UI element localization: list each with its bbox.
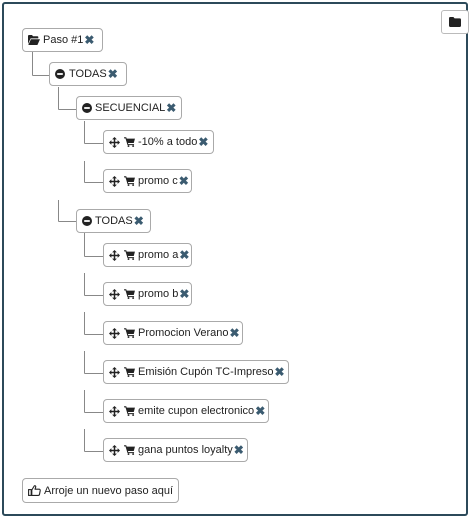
shopping-cart-icon — [124, 176, 135, 186]
group-label: TODAS — [69, 68, 107, 80]
step-node-paso-1[interactable]: Paso #1 ✖ — [22, 28, 103, 52]
shopping-cart-icon — [124, 250, 135, 260]
remove-icon[interactable]: ✖ — [84, 33, 95, 47]
promo-item[interactable]: -10% a todo ✖ — [103, 130, 214, 154]
folder-button[interactable] — [441, 10, 469, 34]
remove-icon[interactable]: ✖ — [179, 248, 190, 262]
steps-panel: Paso #1 ✖ TODAS ✖ SECUENCIAL ✖ -10% a to… — [2, 2, 469, 516]
remove-icon[interactable]: ✖ — [179, 287, 190, 301]
shopping-cart-icon — [124, 445, 135, 455]
remove-icon[interactable]: ✖ — [178, 174, 189, 188]
promo-item[interactable]: Promocion Verano ✖ — [103, 321, 243, 345]
move-arrows-icon[interactable] — [109, 136, 120, 148]
remove-icon[interactable]: ✖ — [229, 326, 240, 340]
promo-label: emite cupon electronico — [138, 405, 255, 417]
promo-label: promo b — [138, 288, 179, 300]
promo-item[interactable]: promo a ✖ — [103, 243, 192, 267]
group-node-todas-inner[interactable]: TODAS ✖ — [76, 209, 151, 233]
shopping-cart-icon — [124, 406, 135, 416]
folder-open-icon — [28, 35, 40, 45]
move-arrows-icon[interactable] — [109, 249, 120, 261]
drop-zone-label: Arroje un nuevo paso aquí — [44, 484, 174, 497]
remove-icon[interactable]: ✖ — [133, 214, 144, 228]
promo-item[interactable]: gana puntos loyalty ✖ — [103, 438, 248, 462]
shopping-cart-icon — [124, 328, 135, 338]
step-node-label: Paso #1 — [43, 34, 84, 46]
move-arrows-icon[interactable] — [109, 444, 120, 456]
folder-icon — [449, 17, 461, 27]
group-label: SECUENCIAL — [95, 102, 166, 114]
shopping-cart-icon — [124, 137, 135, 147]
promo-label: promo c — [138, 175, 178, 187]
remove-icon[interactable]: ✖ — [107, 67, 118, 81]
tree-connectors — [32, 52, 105, 452]
move-arrows-icon[interactable] — [109, 327, 120, 339]
promo-label: -10% a todo — [138, 136, 198, 148]
promo-label: Promocion Verano — [138, 327, 229, 339]
promo-label: gana puntos loyalty — [138, 444, 233, 456]
move-arrows-icon[interactable] — [109, 288, 120, 300]
promo-item[interactable]: promo b ✖ — [103, 282, 192, 306]
promo-item[interactable]: Emisión Cupón TC-Impreso ✖ — [103, 360, 289, 384]
drop-new-step-zone[interactable]: Arroje un nuevo paso aquí — [22, 478, 179, 503]
group-node-secuencial[interactable]: SECUENCIAL ✖ — [76, 96, 182, 120]
remove-icon[interactable]: ✖ — [233, 443, 244, 457]
remove-icon[interactable]: ✖ — [274, 365, 285, 379]
group-node-todas[interactable]: TODAS ✖ — [49, 62, 127, 86]
minus-circle-icon — [82, 216, 92, 226]
promo-label: Emisión Cupón TC-Impreso — [138, 366, 274, 378]
thumbs-up-icon — [28, 485, 41, 496]
minus-circle-icon — [55, 69, 65, 79]
group-label: TODAS — [95, 215, 133, 227]
remove-icon[interactable]: ✖ — [198, 135, 209, 149]
move-arrows-icon[interactable] — [109, 366, 120, 378]
promo-label: promo a — [138, 249, 179, 261]
promo-item[interactable]: emite cupon electronico ✖ — [103, 399, 269, 423]
minus-circle-icon — [82, 103, 92, 113]
shopping-cart-icon — [124, 367, 135, 377]
shopping-cart-icon — [124, 289, 135, 299]
move-arrows-icon[interactable] — [109, 405, 120, 417]
promo-item[interactable]: promo c ✖ — [103, 169, 192, 193]
remove-icon[interactable]: ✖ — [255, 404, 266, 418]
move-arrows-icon[interactable] — [109, 175, 120, 187]
remove-icon[interactable]: ✖ — [166, 101, 177, 115]
